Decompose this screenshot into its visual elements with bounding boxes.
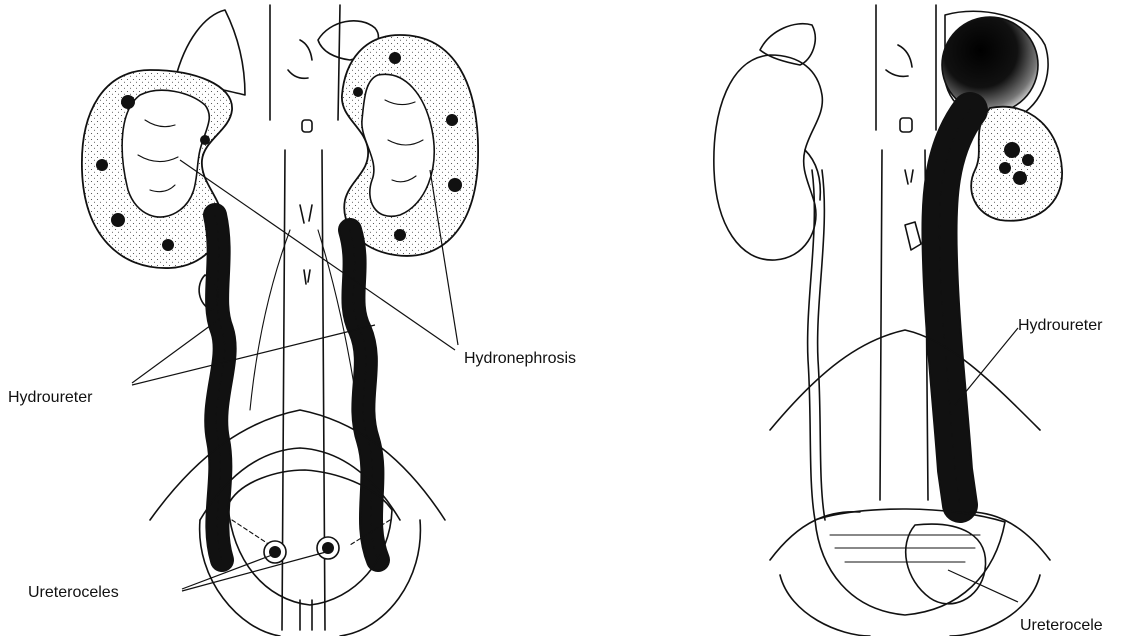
right-lower-pole-kidney (971, 107, 1062, 221)
right-bladder (770, 509, 1050, 636)
right-adrenal (760, 24, 815, 65)
left-ureterocele-1 (264, 541, 286, 563)
right-figure: Hydroureter Ureterocele (714, 5, 1103, 636)
left-figure: Hydronephrosis Hydroureter Ureteroceles (8, 5, 576, 636)
left-label-ureteroceles: Ureteroceles (28, 584, 119, 601)
left-kidney-2 (342, 35, 478, 256)
right-ureterocele (906, 524, 986, 604)
right-normal-kidney (714, 55, 823, 260)
left-hydroureter-left (350, 230, 378, 560)
left-label-hydroureter: Hydroureter (8, 389, 93, 406)
right-label-ureterocele: Ureterocele (1020, 617, 1103, 634)
left-hydroureter-right (199, 215, 225, 560)
left-pelvic-outline (150, 410, 445, 520)
right-label-hydroureter: Hydroureter (1018, 317, 1103, 334)
left-label-hydronephrosis: Hydronephrosis (464, 350, 576, 367)
right-hydroureter (939, 110, 970, 505)
left-ureterocele-2 (317, 537, 339, 559)
